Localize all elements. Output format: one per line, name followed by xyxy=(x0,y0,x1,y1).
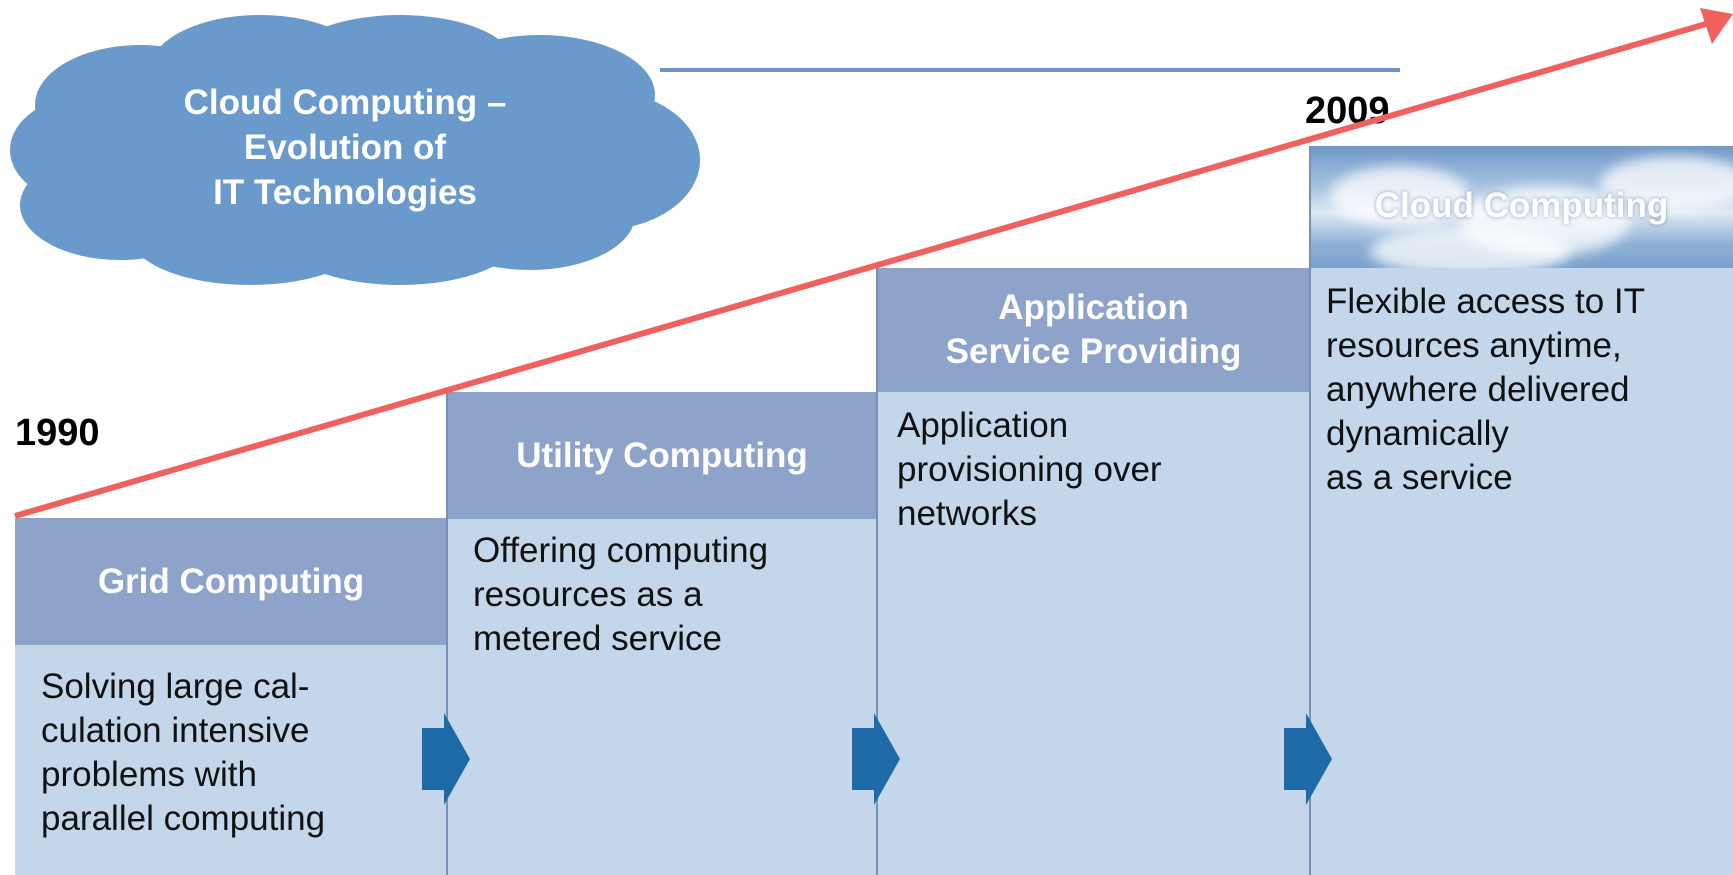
stage-description: Application provisioning over networks xyxy=(897,406,1162,533)
stage-utility-computing: Utility Computing Offering computing res… xyxy=(447,392,877,875)
year-start-label: 1990 xyxy=(15,412,100,454)
stage-description: Flexible access to IT resources anytime,… xyxy=(1326,282,1645,497)
column-separator xyxy=(876,268,878,875)
title-connector-line xyxy=(660,68,1400,72)
stage-title: Application Service Providing xyxy=(877,268,1310,392)
trend-line xyxy=(14,21,1707,519)
stage-title: Cloud Computing xyxy=(1374,186,1669,225)
year-end-label: 2009 xyxy=(1305,90,1390,132)
cloud-puff xyxy=(1330,166,1470,226)
next-stage-arrow-icon xyxy=(1284,713,1332,805)
title-line-1: Cloud Computing – xyxy=(183,83,507,122)
stage-grid-computing: Grid Computing Solving large cal- culati… xyxy=(15,518,447,875)
cloud-computing-header-image: Cloud Computing xyxy=(1310,146,1733,268)
stage-body: Solving large cal- culation intensive pr… xyxy=(15,645,447,875)
trend-arrowhead-icon xyxy=(1700,8,1733,44)
cloud-puff xyxy=(1600,156,1733,211)
stage-title: Grid Computing xyxy=(15,518,447,645)
column-separator xyxy=(446,392,448,875)
stage-body: Offering computing resources as a metere… xyxy=(447,519,877,875)
stage-title: Utility Computing xyxy=(447,392,877,519)
cloud-shape xyxy=(10,15,700,285)
title-line-2: Evolution of xyxy=(243,128,447,167)
title-line-3: IT Technologies xyxy=(213,173,477,212)
next-stage-arrow-icon xyxy=(422,713,470,805)
stage-description: Offering computing resources as a metere… xyxy=(473,531,769,658)
column-separator xyxy=(1309,146,1311,875)
stage-body: Flexible access to IT resources anytime,… xyxy=(1310,268,1733,875)
title-cloud: Cloud Computing – Evolution of IT Techno… xyxy=(10,10,710,310)
stage-application-service-providing: Application Service Providing Applicatio… xyxy=(877,268,1310,875)
stage-body: Application provisioning over networks xyxy=(877,392,1310,875)
next-stage-arrow-icon xyxy=(852,713,900,805)
stage-description: Solving large cal- culation intensive pr… xyxy=(41,667,326,838)
stage-cloud-computing: Flexible access to IT resources anytime,… xyxy=(1310,146,1733,875)
diagram-title: Cloud Computing – Evolution of IT Techno… xyxy=(170,80,520,215)
cloud-puff xyxy=(1370,226,1570,268)
